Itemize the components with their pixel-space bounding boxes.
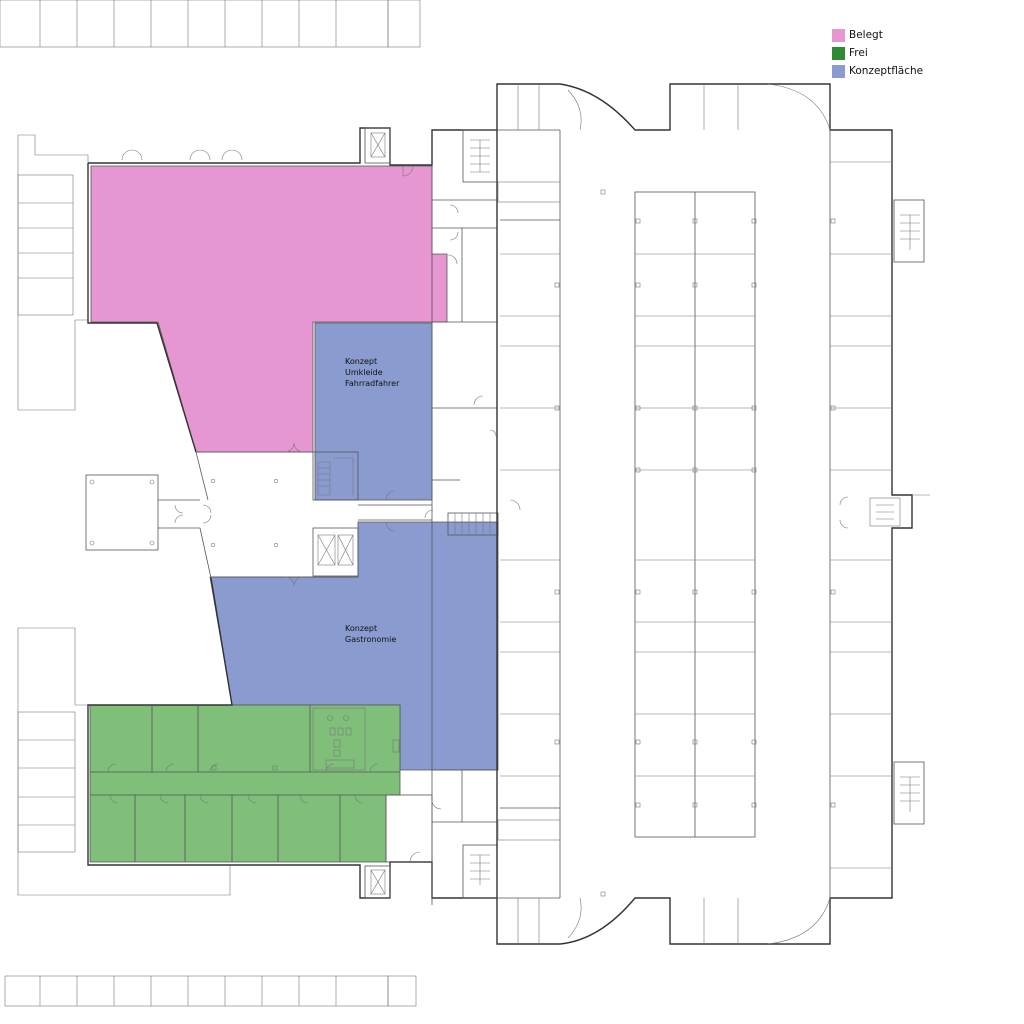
parking-garage xyxy=(496,83,930,945)
legend-label-frei: Frei xyxy=(849,47,868,59)
legend-swatch-belegt xyxy=(832,28,845,42)
label-gastronomie-line: Gastronomie xyxy=(345,635,396,644)
zone-frei xyxy=(89,704,401,863)
legend-item-konzept: Konzeptfläche xyxy=(832,62,923,80)
legend-swatch-frei xyxy=(832,46,845,60)
label-gastronomie-line: Konzept xyxy=(345,624,377,633)
label-umkleide-line: Umkleide xyxy=(345,368,383,377)
label-umkleide: Konzept Umkleide Fahrradfahrer xyxy=(345,357,400,388)
label-umkleide-line: Konzept xyxy=(345,357,377,366)
bottom-parking-strip xyxy=(4,975,417,1007)
legend-label-belegt: Belegt xyxy=(849,29,883,41)
zone-konzept-umkleide xyxy=(314,322,433,501)
legend: Belegt Frei Konzeptfläche xyxy=(832,26,923,80)
legend-swatch-konzept xyxy=(832,64,845,78)
top-parking-strip xyxy=(0,0,421,48)
legend-item-belegt: Belegt xyxy=(832,26,923,44)
label-umkleide-line: Fahrradfahrer xyxy=(345,379,400,388)
top-wall-doors xyxy=(121,149,414,177)
legend-item-frei: Frei xyxy=(832,44,923,62)
central-lobby xyxy=(85,442,432,587)
legend-label-konzept: Konzeptfläche xyxy=(849,65,924,77)
label-gastronomie: Konzept Gastronomie xyxy=(345,624,396,644)
frei-offices xyxy=(90,705,400,862)
